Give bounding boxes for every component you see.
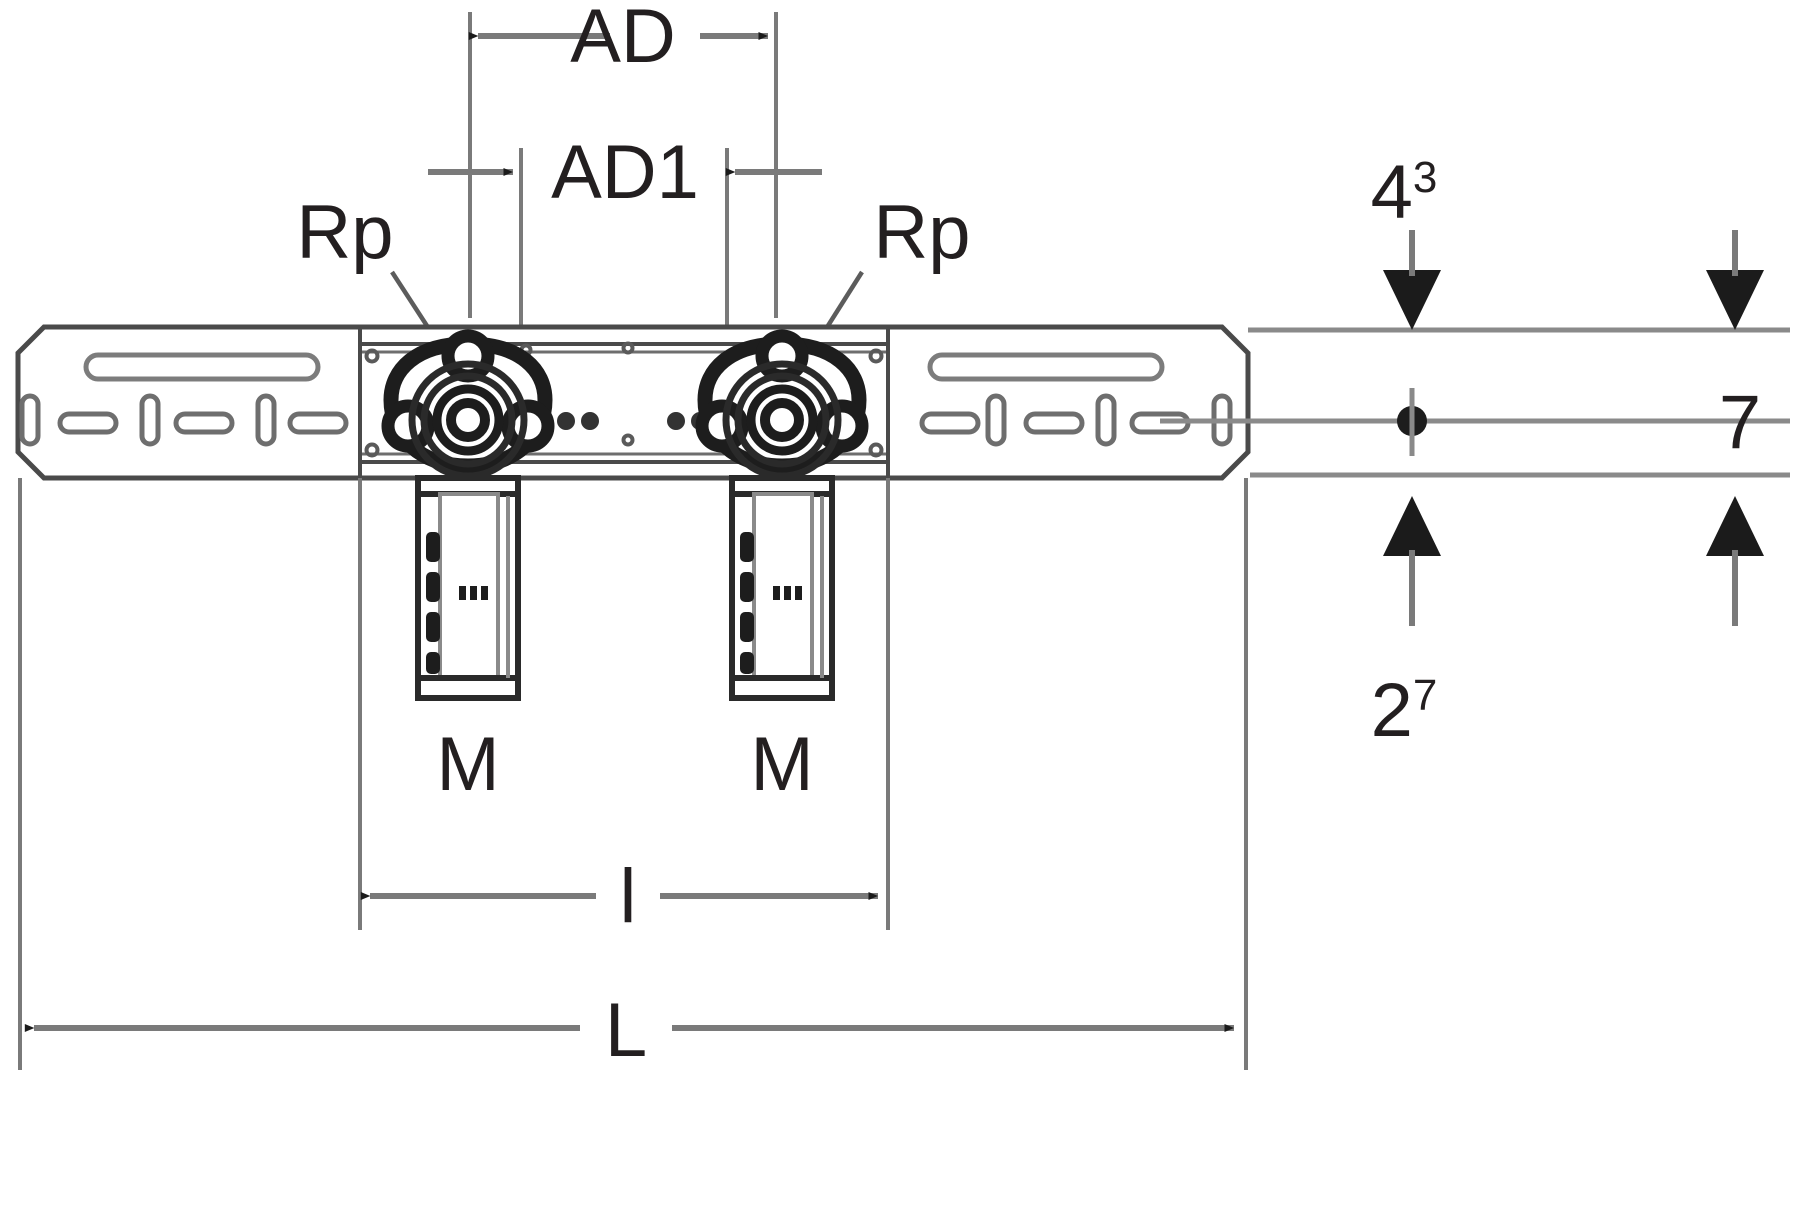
nipple-left-collar (415, 475, 521, 497)
outlet-right-nub-top (755, 329, 809, 383)
nipple-right-foot (729, 675, 835, 701)
dimension-height-7: 7 (1706, 230, 1764, 626)
outlet-left-bore (446, 398, 490, 442)
outlet-right-nub-right (815, 399, 869, 453)
plate-right-hslot-2 (1023, 411, 1085, 435)
dimension-ad1: AD1 (428, 130, 822, 330)
centre-screw-br (868, 442, 884, 458)
nipple-left (415, 475, 521, 701)
h43-arrow-top-head (1383, 270, 1441, 330)
dimension-ad: AD (468, 0, 778, 318)
plate-left-long-slot (83, 352, 321, 382)
outlet-left-nub-left (381, 399, 435, 453)
h43-value: 4 (1371, 150, 1413, 235)
h27-value: 2 (1371, 668, 1413, 753)
outlet-right-ring-3 (734, 372, 830, 468)
centre-screw-top-2 (621, 341, 635, 355)
plate-left-hslot-1 (57, 411, 119, 435)
plate-left-hslot-3 (287, 411, 349, 435)
right-projection-lines (1160, 327, 1790, 478)
h43-label: 43 (1371, 150, 1438, 235)
dimension-l-large: L (18, 478, 1248, 1073)
nipple-right-ticks (773, 586, 802, 600)
plate-right-vslot-1 (985, 393, 1007, 447)
plate-left-vslot-3 (255, 393, 277, 447)
outlet-left-nub-top (441, 329, 495, 383)
nipple-left-ticks (459, 586, 488, 600)
plate-right-vslot-2 (1095, 393, 1117, 447)
outlet-left-ring-3 (420, 372, 516, 468)
plate-left-hslot-2 (173, 411, 235, 435)
dimension-height-43: 43 27 (1371, 150, 1441, 753)
h7-label: 7 (1719, 380, 1761, 465)
centre-screw-bottom-1 (621, 433, 635, 447)
outlet-right-ring-2 (746, 384, 818, 456)
plate-left-vslot-1 (19, 393, 41, 447)
rp-right-label: Rp (873, 190, 970, 275)
nipple-left-foot (415, 675, 521, 701)
callout-rp-left: Rp (296, 190, 472, 394)
m-right-label: M (750, 722, 813, 807)
outlet-right-bore (760, 398, 804, 442)
h27-superscript: 7 (1413, 671, 1437, 720)
outlet-left-nub-right (501, 399, 555, 453)
nipple-left-inner (438, 492, 500, 682)
outlet-boss-right (695, 329, 869, 480)
dimension-l-small: l (358, 478, 890, 939)
centre-screw-tl (364, 348, 380, 364)
outlet-boss-left (381, 329, 555, 480)
plate-right-long-slot (927, 352, 1165, 382)
outlet-left-ring-2 (432, 384, 504, 456)
nipple-right-knurl (740, 532, 754, 674)
h43-superscript: 3 (1413, 153, 1437, 202)
rp-left-label: Rp (296, 190, 393, 275)
nipple-right-collar (729, 475, 835, 497)
nipple-right (729, 475, 835, 701)
plate-right-hslot-1 (919, 411, 981, 435)
nipple-right-inner (752, 492, 814, 682)
ad-label: AD (570, 0, 676, 79)
ad1-label: AD1 (551, 130, 699, 215)
centre-screw-tr (868, 348, 884, 364)
mounting-plate (15, 324, 1251, 481)
l-small-label: l (620, 854, 637, 939)
nipple-left-knurl (426, 532, 440, 674)
h27-label: 27 (1371, 668, 1438, 753)
outlet-right-nub-left (695, 399, 749, 453)
h7-arrow-bottom-head (1706, 496, 1764, 556)
L-large-label: L (605, 988, 647, 1073)
plate-left-vslot-2 (139, 393, 161, 447)
centre-screw-bl (364, 442, 380, 458)
h7-arrow-top-head (1706, 270, 1764, 330)
m-left-label: M (436, 722, 499, 807)
h43-arrow-bottom-head (1383, 496, 1441, 556)
